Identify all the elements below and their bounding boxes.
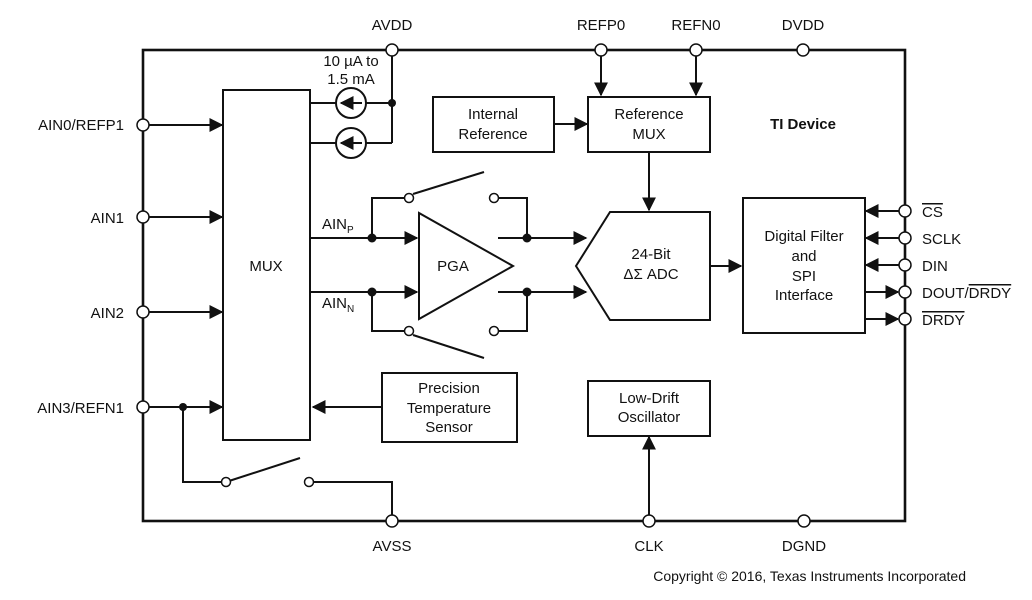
ainn-label-main: AIN <box>322 295 347 312</box>
device-name: TI Device <box>770 116 836 133</box>
pin-label-dout-drdy: DRDY <box>969 285 1012 302</box>
switch-contact <box>488 325 500 337</box>
adc-label-1: 24-Bit <box>631 246 671 263</box>
pin-avdd <box>385 43 399 57</box>
junction-dot <box>388 99 396 107</box>
pin-label-drdy: DRDY <box>922 312 965 329</box>
digital-filter-label-1: Digital Filter <box>764 228 843 245</box>
switch-contact <box>488 192 500 204</box>
temp-sensor-label-2: Temperature <box>407 400 491 417</box>
ainn-label: AINN <box>322 295 354 315</box>
adc-block <box>574 211 711 321</box>
switch-contact <box>403 192 415 204</box>
pin-label-dout: DOUT/DRDY <box>922 285 1011 302</box>
pin-ain3 <box>136 400 150 414</box>
pin-label-cs: CS <box>922 204 943 221</box>
digital-filter-block <box>742 197 866 334</box>
temp-sensor-label-1: Precision <box>418 380 480 397</box>
reference-mux-label-2: MUX <box>632 126 665 143</box>
digital-filter-label-2: and <box>791 248 816 265</box>
pga-block <box>418 211 516 321</box>
switch-contact <box>303 476 315 488</box>
pin-label-dout-main: DOUT/ <box>922 285 969 302</box>
pin-label-ain3: AIN3/REFN1 <box>37 400 124 417</box>
pin-ain2 <box>136 305 150 319</box>
pin-label-refn0: REFN0 <box>671 17 720 34</box>
junction-dot <box>367 233 377 243</box>
wire-switch-avss <box>313 481 393 515</box>
wire-ain3-switch <box>182 407 222 483</box>
pin-label-refp0: REFP0 <box>577 17 625 34</box>
current-source-label-2: 1.5 mA <box>327 71 375 88</box>
pin-label-ain2: AIN2 <box>91 305 124 322</box>
pin-refn0 <box>689 43 703 57</box>
bypass-top-blade <box>412 171 485 195</box>
pin-dout <box>898 285 912 299</box>
junction-dot <box>522 287 532 297</box>
pin-dgnd <box>797 514 811 528</box>
internal-reference-label-2: Reference <box>458 126 527 143</box>
wire-bypass-top-left <box>371 197 409 238</box>
avss-switch-blade <box>228 457 301 482</box>
junction-dot <box>179 403 187 411</box>
pin-label-avdd: AVDD <box>372 17 413 34</box>
junction-dot <box>367 287 377 297</box>
ainn-label-sub: N <box>347 304 354 315</box>
pin-cs <box>898 204 912 218</box>
pin-label-ain1: AIN1 <box>91 210 124 227</box>
pin-clk <box>642 514 656 528</box>
reference-mux-label-1: Reference <box>614 106 683 123</box>
wire-bypass-bottom-right <box>499 292 528 332</box>
copyright: Copyright © 2016, Texas Instruments Inco… <box>653 568 966 584</box>
switch-contact <box>403 325 415 337</box>
pin-avss <box>385 514 399 528</box>
temp-sensor-label-3: Sensor <box>425 419 473 436</box>
ainp-label-sub: P <box>347 225 354 236</box>
internal-reference-label-1: Internal <box>468 106 518 123</box>
mux-block <box>222 89 311 441</box>
switch-contact <box>220 476 232 488</box>
pin-label-dgnd: DGND <box>782 538 826 555</box>
pin-label-avss: AVSS <box>373 538 412 555</box>
current-source-label-1: 10 µA to <box>323 53 378 70</box>
ainp-label-main: AIN <box>322 216 347 233</box>
pin-drdy <box>898 312 912 326</box>
pin-label-ain0: AIN0/REFP1 <box>38 117 124 134</box>
ainp-label: AINP <box>322 216 354 236</box>
adc-label-2: ΔΣ ADC <box>623 266 678 283</box>
temp-sensor-block <box>381 372 518 443</box>
pin-din <box>898 258 912 272</box>
wire-bypass-bottom-left <box>371 292 409 332</box>
pin-ain0 <box>136 118 150 132</box>
reference-mux-block <box>587 96 711 153</box>
pin-label-sclk: SCLK <box>922 231 961 248</box>
bypass-bottom-blade <box>412 334 485 359</box>
pin-label-din: DIN <box>922 258 948 275</box>
mux-label: MUX <box>249 258 282 275</box>
wire-bypass-top-right <box>499 197 528 238</box>
oscillator-label-2: Oscillator <box>618 409 681 426</box>
digital-filter-label-3: SPI <box>792 268 816 285</box>
internal-reference-block <box>432 96 555 153</box>
pga-label: PGA <box>437 258 469 275</box>
junction-dot <box>522 233 532 243</box>
pin-ain1 <box>136 210 150 224</box>
pin-label-clk: CLK <box>634 538 663 555</box>
pin-sclk <box>898 231 912 245</box>
pin-dvdd <box>796 43 810 57</box>
pin-refp0 <box>594 43 608 57</box>
digital-filter-label-4: Interface <box>775 287 833 304</box>
pin-label-dvdd: DVDD <box>782 17 825 34</box>
oscillator-label-1: Low-Drift <box>619 390 680 407</box>
oscillator-block <box>587 380 711 437</box>
